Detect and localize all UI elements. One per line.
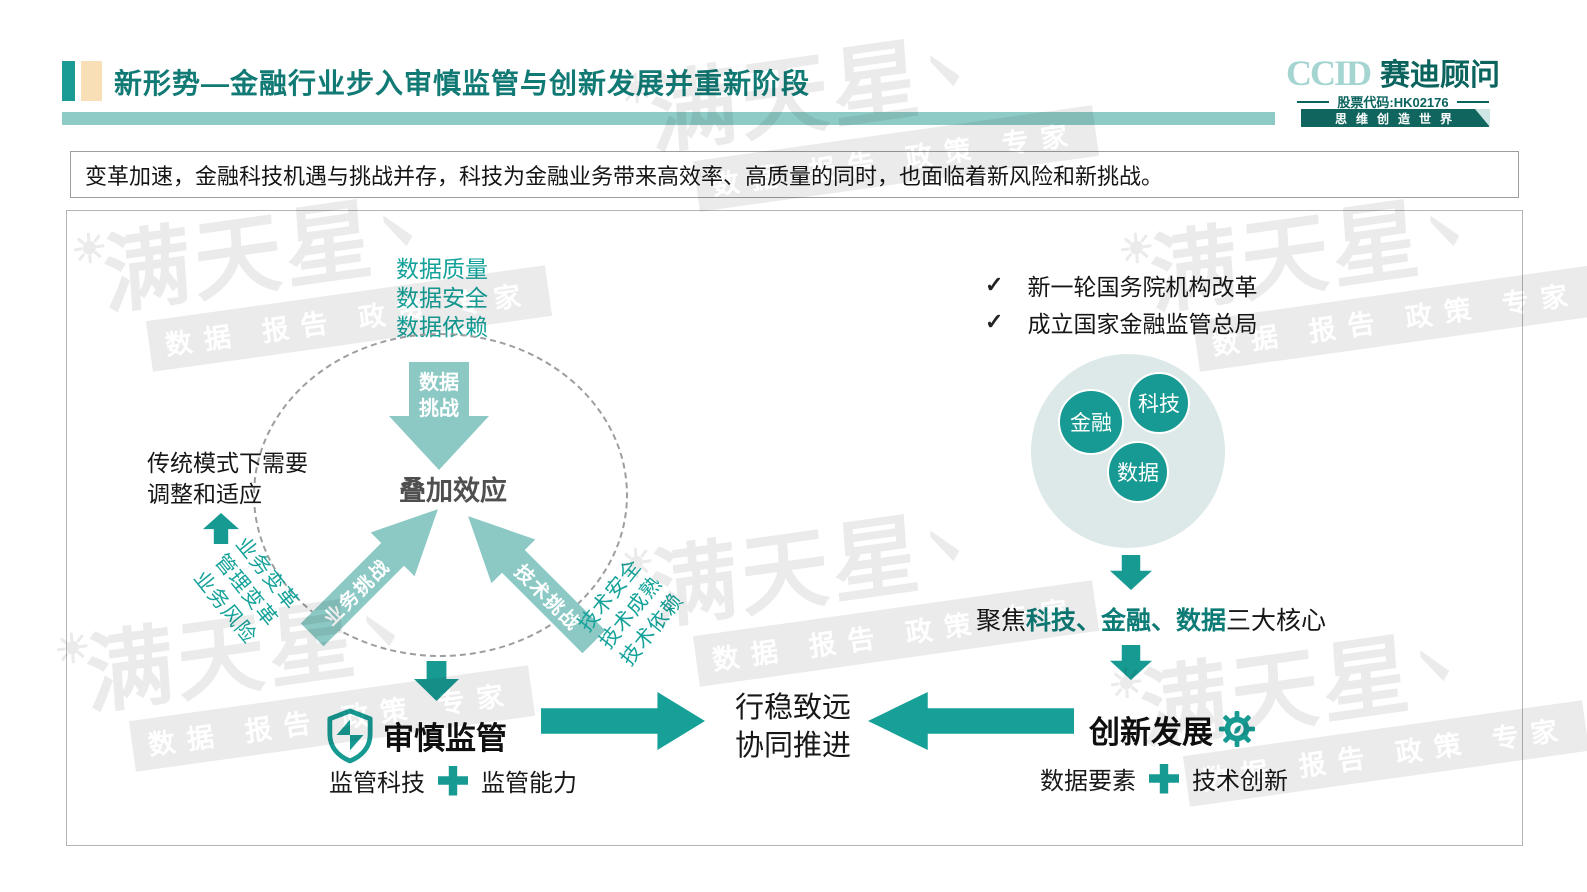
formula-term: 监管科技 [329, 770, 425, 797]
innovation-development-title: 创新发展 [1089, 715, 1213, 750]
formula-term: 数据要素 [1040, 768, 1136, 795]
divider-line [1456, 100, 1489, 103]
divider-line [1297, 100, 1330, 103]
slogan-bar-notch [1475, 109, 1490, 127]
title-accent-bar-cream [81, 61, 102, 101]
regulation-formula: 监管科技 监管能力 [329, 763, 577, 798]
goal-line: 协同推进 [734, 730, 851, 762]
page-title: 新形势—金融行业步入审慎监管与创新发展并重新阶段 [114, 68, 811, 99]
policy-checklist: ✓ 新一轮国务院机构改革 ✓ 成立国家金融监管总局 [985, 266, 1257, 340]
policy-check-item: ✓ 成立国家金融监管总局 [985, 303, 1257, 340]
subtitle-text: 变革加速，金融科技机遇与挑战并存，科技为金融业务带来高效率、高质量的同时，也面临… [85, 163, 1164, 189]
traditional-mode-note: 传统模式下需要 调整和适应 [147, 448, 308, 510]
bubble-label: 金融 [1070, 412, 1112, 435]
data-bubble: 数据 [1107, 441, 1169, 503]
policy-check-item: ✓ 新一轮国务院机构改革 [985, 266, 1257, 303]
title-accent-bar-teal [62, 61, 75, 101]
stock-code: 股票代码:HK02176 [1337, 95, 1449, 110]
policy-check-label: 成立国家金融监管总局 [1027, 310, 1258, 337]
overlay-effect-label: 叠加效应 [399, 476, 507, 506]
prudent-regulation-title: 审慎监管 [383, 721, 507, 756]
focus-statement: 聚焦科技、金融、数据三大核心 [976, 601, 1326, 637]
goal-line: 行稳致远 [734, 692, 851, 724]
finance-bubble: 金融 [1058, 389, 1124, 455]
focus-text: 三大核心 [1226, 607, 1327, 635]
bubble-label: 数据 [1117, 462, 1159, 485]
data-challenge-arrow-label: 挑战 [419, 398, 459, 420]
traditional-mode-line: 传统模式下需要 [147, 450, 308, 476]
ccid-logo-text: CCID [1286, 53, 1372, 93]
watermark-tick [930, 51, 960, 89]
traditional-mode-line: 调整和适应 [147, 481, 262, 507]
data-label: 数据安全 [396, 285, 488, 311]
logo-slogan-bar: 思维创造世界 [1301, 109, 1490, 127]
plus-icon [1149, 763, 1179, 794]
bubble-label: 科技 [1138, 393, 1180, 416]
focus-keywords: 科技、金融、数据 [1026, 607, 1227, 635]
header-divider-band [62, 112, 1275, 125]
policy-check-label: 新一轮国务院机构改革 [1027, 273, 1258, 300]
logo-stock-row: 股票代码:HK02176 [1295, 92, 1491, 111]
shield-icon [327, 708, 373, 764]
data-label: 数据质量 [396, 256, 488, 282]
data-challenge-labels: 数据质量 数据安全 数据依赖 [396, 255, 488, 342]
data-challenge-arrow-label: 数据 [419, 372, 459, 394]
plus-icon [438, 765, 468, 796]
logo: CCID 赛迪顾问 [1286, 50, 1500, 94]
logo-company-name: 赛迪顾问 [1380, 59, 1501, 92]
center-goal: 行稳致远 协同推进 [720, 689, 866, 765]
formula-term: 技术创新 [1192, 768, 1288, 795]
check-icon: ✓ [985, 308, 1004, 334]
logo-slogan: 思维创造世界 [1334, 111, 1461, 126]
formula-term: 监管能力 [481, 770, 577, 797]
subtitle-box: 变革加速，金融科技机遇与挑战并存，科技为金融业务带来高效率、高质量的同时，也面临… [70, 151, 1519, 198]
gear-icon [1218, 710, 1256, 748]
focus-text: 聚焦 [976, 607, 1027, 635]
innovation-formula: 数据要素 技术创新 [1040, 761, 1288, 796]
technology-bubble: 科技 [1128, 372, 1190, 434]
check-icon: ✓ [985, 271, 1004, 297]
